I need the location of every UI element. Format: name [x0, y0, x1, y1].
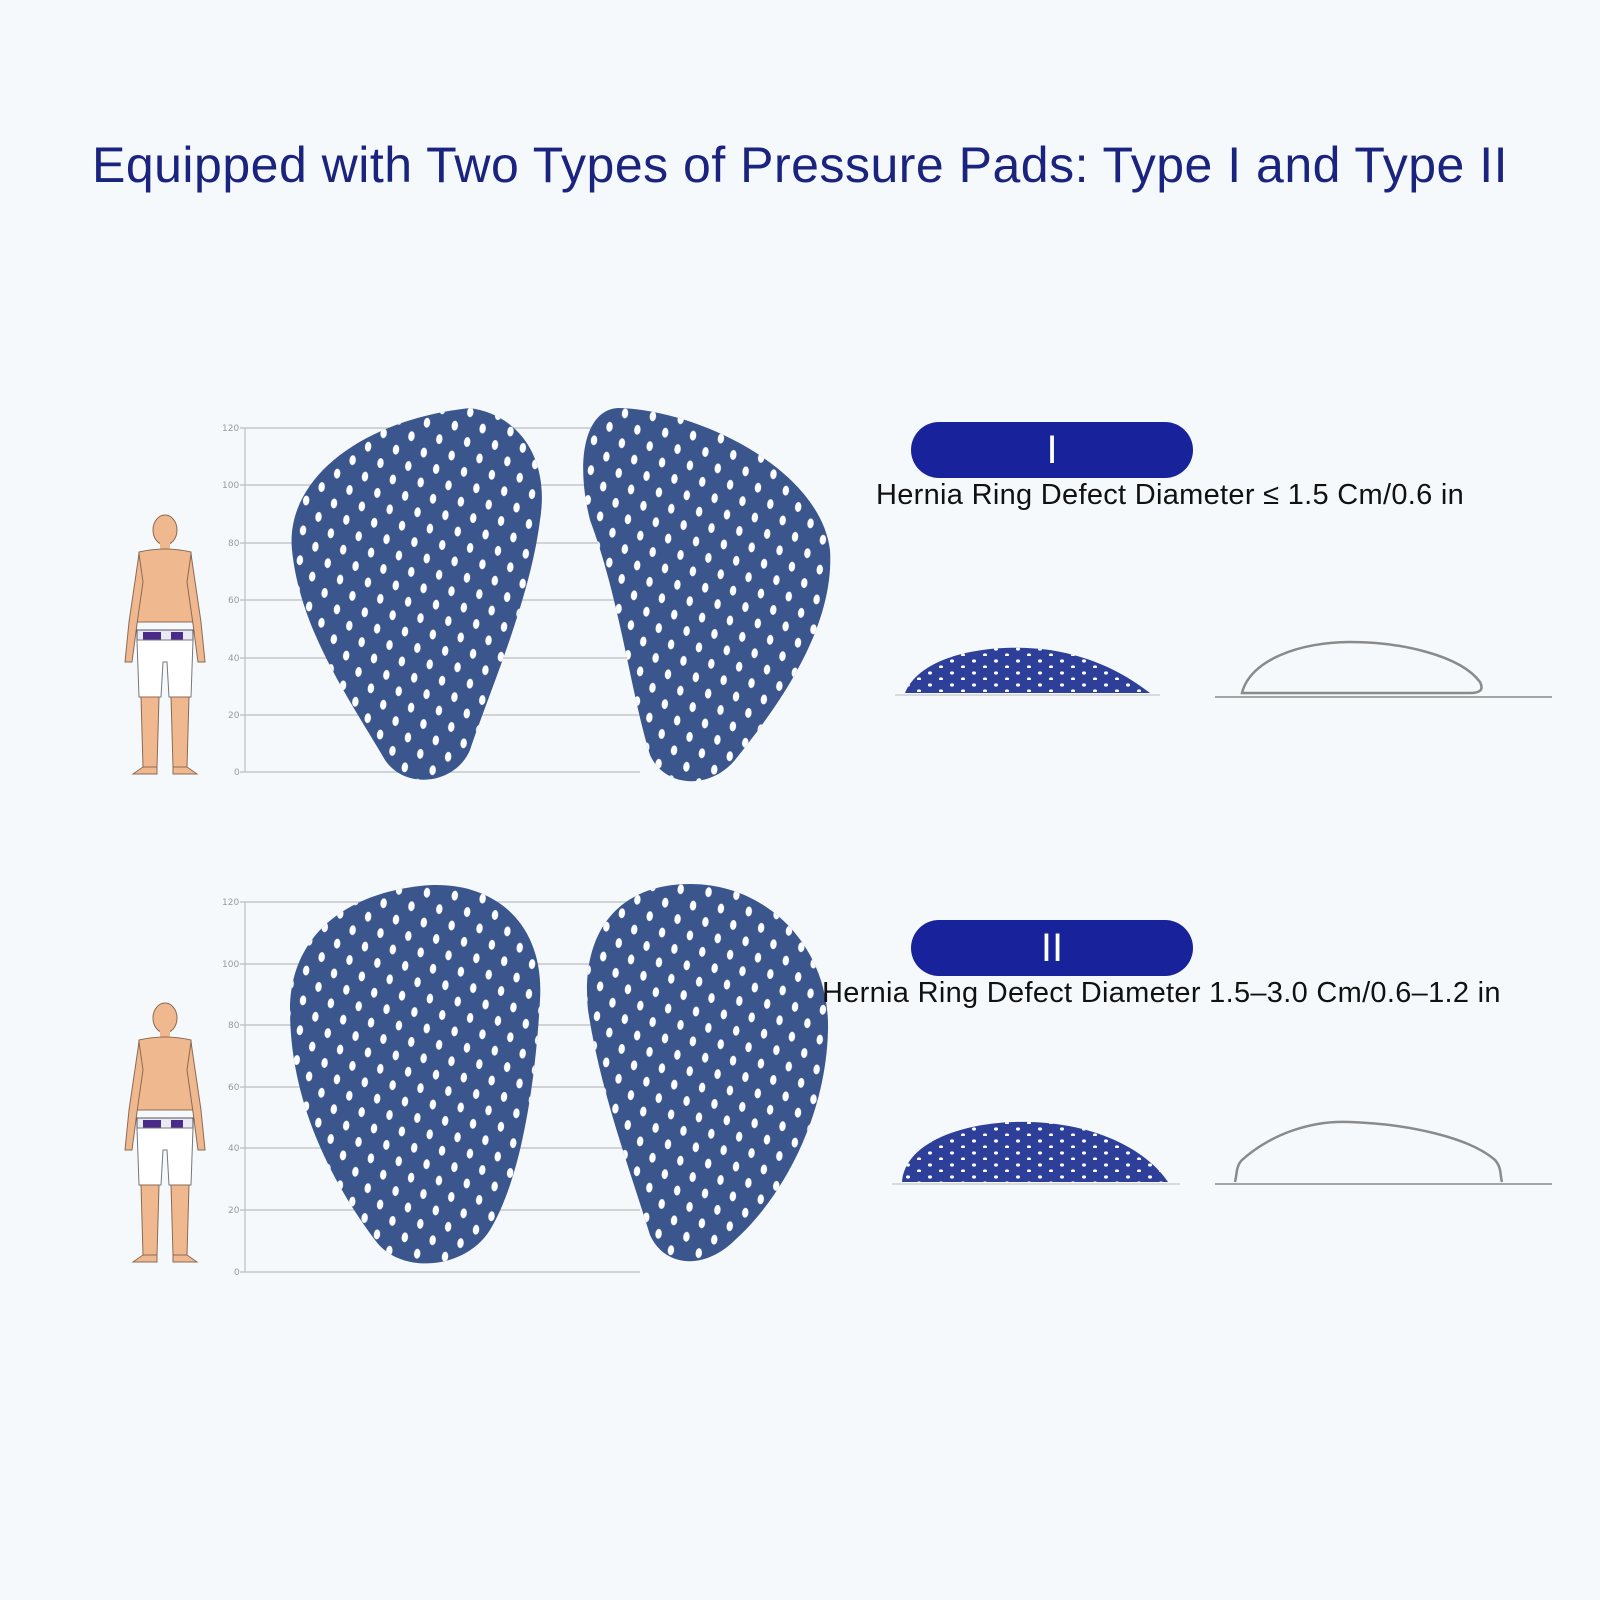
- scale-label: 80: [228, 539, 240, 549]
- pressure-pad-icon: [291, 408, 542, 780]
- scale-label: 20: [228, 711, 240, 721]
- scale-label: 120: [222, 898, 239, 908]
- human-figure-icon: [124, 514, 206, 775]
- scale-label: 20: [228, 1206, 240, 1216]
- scale-label: 0: [234, 1268, 240, 1278]
- pressure-pad-icon: [290, 885, 541, 1264]
- type-i-description: Hernia Ring Defect Diameter ≤ 1.5 Cm/0.6…: [876, 479, 1465, 511]
- pad-profile-icon: [892, 1121, 1180, 1185]
- pad-outline-icon: [1215, 1120, 1552, 1185]
- scale-label: 60: [228, 1083, 240, 1093]
- scale-labels: 120 100 80 60 40 20 0: [222, 424, 240, 778]
- type-i-illustration: 120 100 80 60 40 20 0: [124, 408, 831, 782]
- scale-label: 40: [228, 654, 240, 664]
- type-ii-description: Hernia Ring Defect Diameter 1.5–3.0 Cm/0…: [822, 977, 1501, 1009]
- type-ii-section: 120 100 80 60 40 20 0: [0, 870, 1600, 1290]
- scale-label: 0: [234, 768, 240, 778]
- type-ii-illustration: 120 100 80 60 40 20 0: [124, 884, 829, 1278]
- pressure-pad-icon: [586, 884, 829, 1262]
- pressure-pad-icon: [583, 408, 831, 782]
- type-ii-profiles: [892, 1120, 1552, 1185]
- human-figure-icon: [124, 1002, 206, 1263]
- type-ii-badge: II: [911, 920, 1193, 976]
- scale-labels: 120 100 80 60 40 20 0: [222, 898, 240, 1278]
- scale-label: 40: [228, 1144, 240, 1154]
- type-i-badge: I: [911, 422, 1193, 478]
- pad-outline-icon: [1215, 640, 1552, 698]
- scale-label: 120: [222, 424, 239, 434]
- type-i-section: 120 100 80 60 40 20 0: [0, 400, 1600, 820]
- pad-profile-icon: [895, 647, 1160, 696]
- scale-label: 100: [222, 481, 239, 491]
- scale-label: 100: [222, 960, 239, 970]
- scale-label: 80: [228, 1021, 240, 1031]
- type-i-profiles: [895, 640, 1552, 698]
- scale-label: 60: [228, 596, 240, 606]
- page-title: Equipped with Two Types of Pressure Pads…: [91, 137, 1509, 193]
